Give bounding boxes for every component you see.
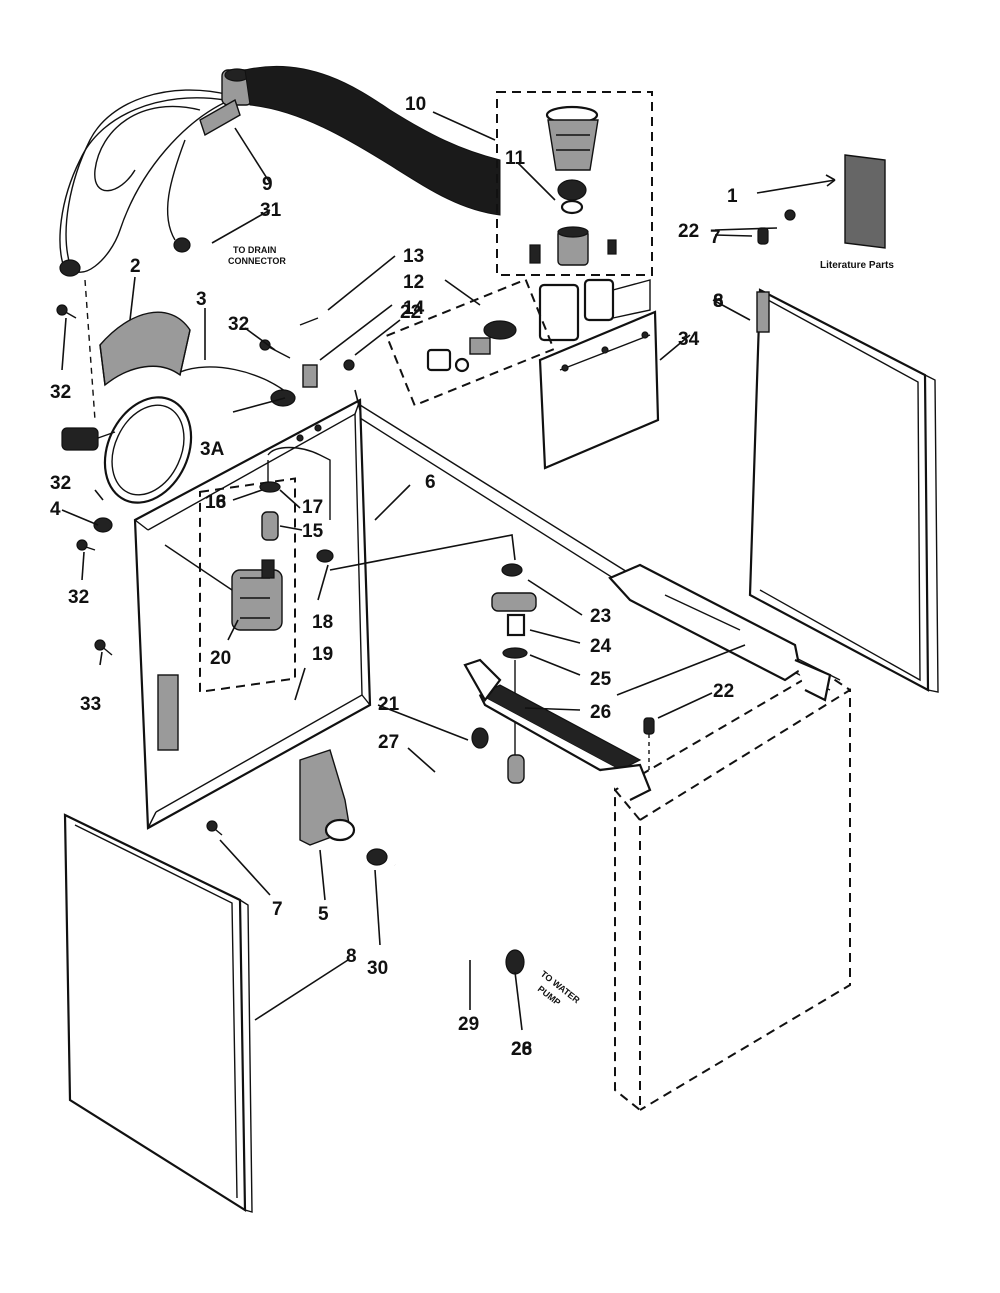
note-literature: Literature Parts bbox=[820, 260, 894, 271]
label-3a: 3A bbox=[200, 439, 225, 460]
drain-pump bbox=[299, 749, 388, 866]
label-18-b: 18 bbox=[312, 612, 333, 633]
label-23: 23 bbox=[590, 606, 611, 627]
label-1: 1 bbox=[727, 186, 738, 207]
label-28: 28 bbox=[511, 1039, 532, 1060]
label-10: 10 bbox=[405, 94, 426, 115]
note-drain-line2: CONNECTOR bbox=[228, 256, 286, 266]
label-21: 21 bbox=[378, 694, 400, 715]
label-32-d: 32 bbox=[68, 587, 89, 608]
top-cover-plate bbox=[538, 310, 660, 470]
label-7-bottom: 7 bbox=[272, 899, 283, 920]
leader-lines bbox=[61, 111, 836, 1031]
label-34: 34 bbox=[678, 329, 700, 350]
label-13: 13 bbox=[403, 246, 424, 267]
label-29: 29 bbox=[458, 1014, 479, 1035]
label-12: 12 bbox=[403, 272, 424, 293]
group-box-19 bbox=[199, 477, 296, 694]
fill-hose-coil bbox=[59, 68, 253, 277]
label-11: 11 bbox=[505, 148, 526, 169]
front-rail bbox=[463, 658, 652, 801]
inlet-valve-filter bbox=[529, 105, 617, 266]
label-32-c: 32 bbox=[50, 473, 71, 494]
label-18-a: 18 bbox=[205, 492, 226, 513]
label-4: 4 bbox=[50, 499, 61, 520]
right-side-panel bbox=[748, 288, 939, 693]
label-14: 14 bbox=[403, 298, 425, 319]
label-22-top: 22 bbox=[678, 221, 699, 242]
label-32-a: 32 bbox=[228, 314, 249, 335]
label-32-b: 32 bbox=[50, 382, 71, 403]
water-inlet-hose bbox=[244, 65, 501, 216]
note-drain-line1: TO DRAIN bbox=[233, 245, 276, 255]
label-33: 33 bbox=[80, 694, 101, 715]
label-8-side: 8 bbox=[713, 291, 724, 312]
base-frame-rails bbox=[359, 404, 841, 702]
group-box-12 bbox=[385, 278, 556, 407]
label-25: 25 bbox=[590, 669, 612, 690]
label-9: 9 bbox=[262, 174, 273, 195]
label-8-front: 8 bbox=[346, 946, 357, 967]
label-22-right: 22 bbox=[713, 681, 734, 702]
label-15: 15 bbox=[302, 521, 324, 542]
screw-right bbox=[643, 717, 655, 770]
label-19: 19 bbox=[312, 644, 333, 665]
spring-cap-assembly bbox=[426, 320, 517, 373]
label-31: 31 bbox=[260, 200, 282, 221]
label-24: 24 bbox=[590, 636, 612, 657]
label-6-top: 6 bbox=[713, 291, 724, 312]
cabinet-outline bbox=[614, 668, 851, 1113]
pivot-dome bbox=[491, 563, 537, 760]
label-16: 16 bbox=[205, 492, 226, 513]
fill-connector bbox=[61, 279, 116, 451]
label-26-clamp: 26 bbox=[511, 1039, 532, 1060]
front-panel bbox=[63, 813, 253, 1213]
label-30: 30 bbox=[367, 958, 388, 979]
label-6-rear: 6 bbox=[425, 472, 436, 493]
air-dome-parts bbox=[164, 446, 334, 631]
label-26-rail: 26 bbox=[590, 702, 611, 723]
label-7-top: 7 bbox=[710, 227, 721, 248]
top-clips bbox=[299, 317, 355, 388]
group-box-10 bbox=[496, 91, 653, 276]
label-5: 5 bbox=[318, 904, 329, 925]
label-22-mid: 22 bbox=[400, 302, 421, 323]
screws-top-right bbox=[757, 209, 796, 245]
inlet-tub-ring bbox=[99, 311, 296, 504]
water-valve-body bbox=[538, 278, 651, 342]
label-2: 2 bbox=[130, 256, 141, 277]
label-27: 27 bbox=[378, 732, 399, 753]
label-17: 17 bbox=[302, 497, 323, 518]
screws-left bbox=[56, 304, 291, 836]
literature-parts bbox=[844, 154, 886, 249]
drain-hose-short bbox=[444, 727, 525, 804]
drain-hose-long bbox=[393, 860, 525, 975]
label-3: 3 bbox=[196, 289, 207, 310]
label-20: 20 bbox=[210, 648, 231, 669]
